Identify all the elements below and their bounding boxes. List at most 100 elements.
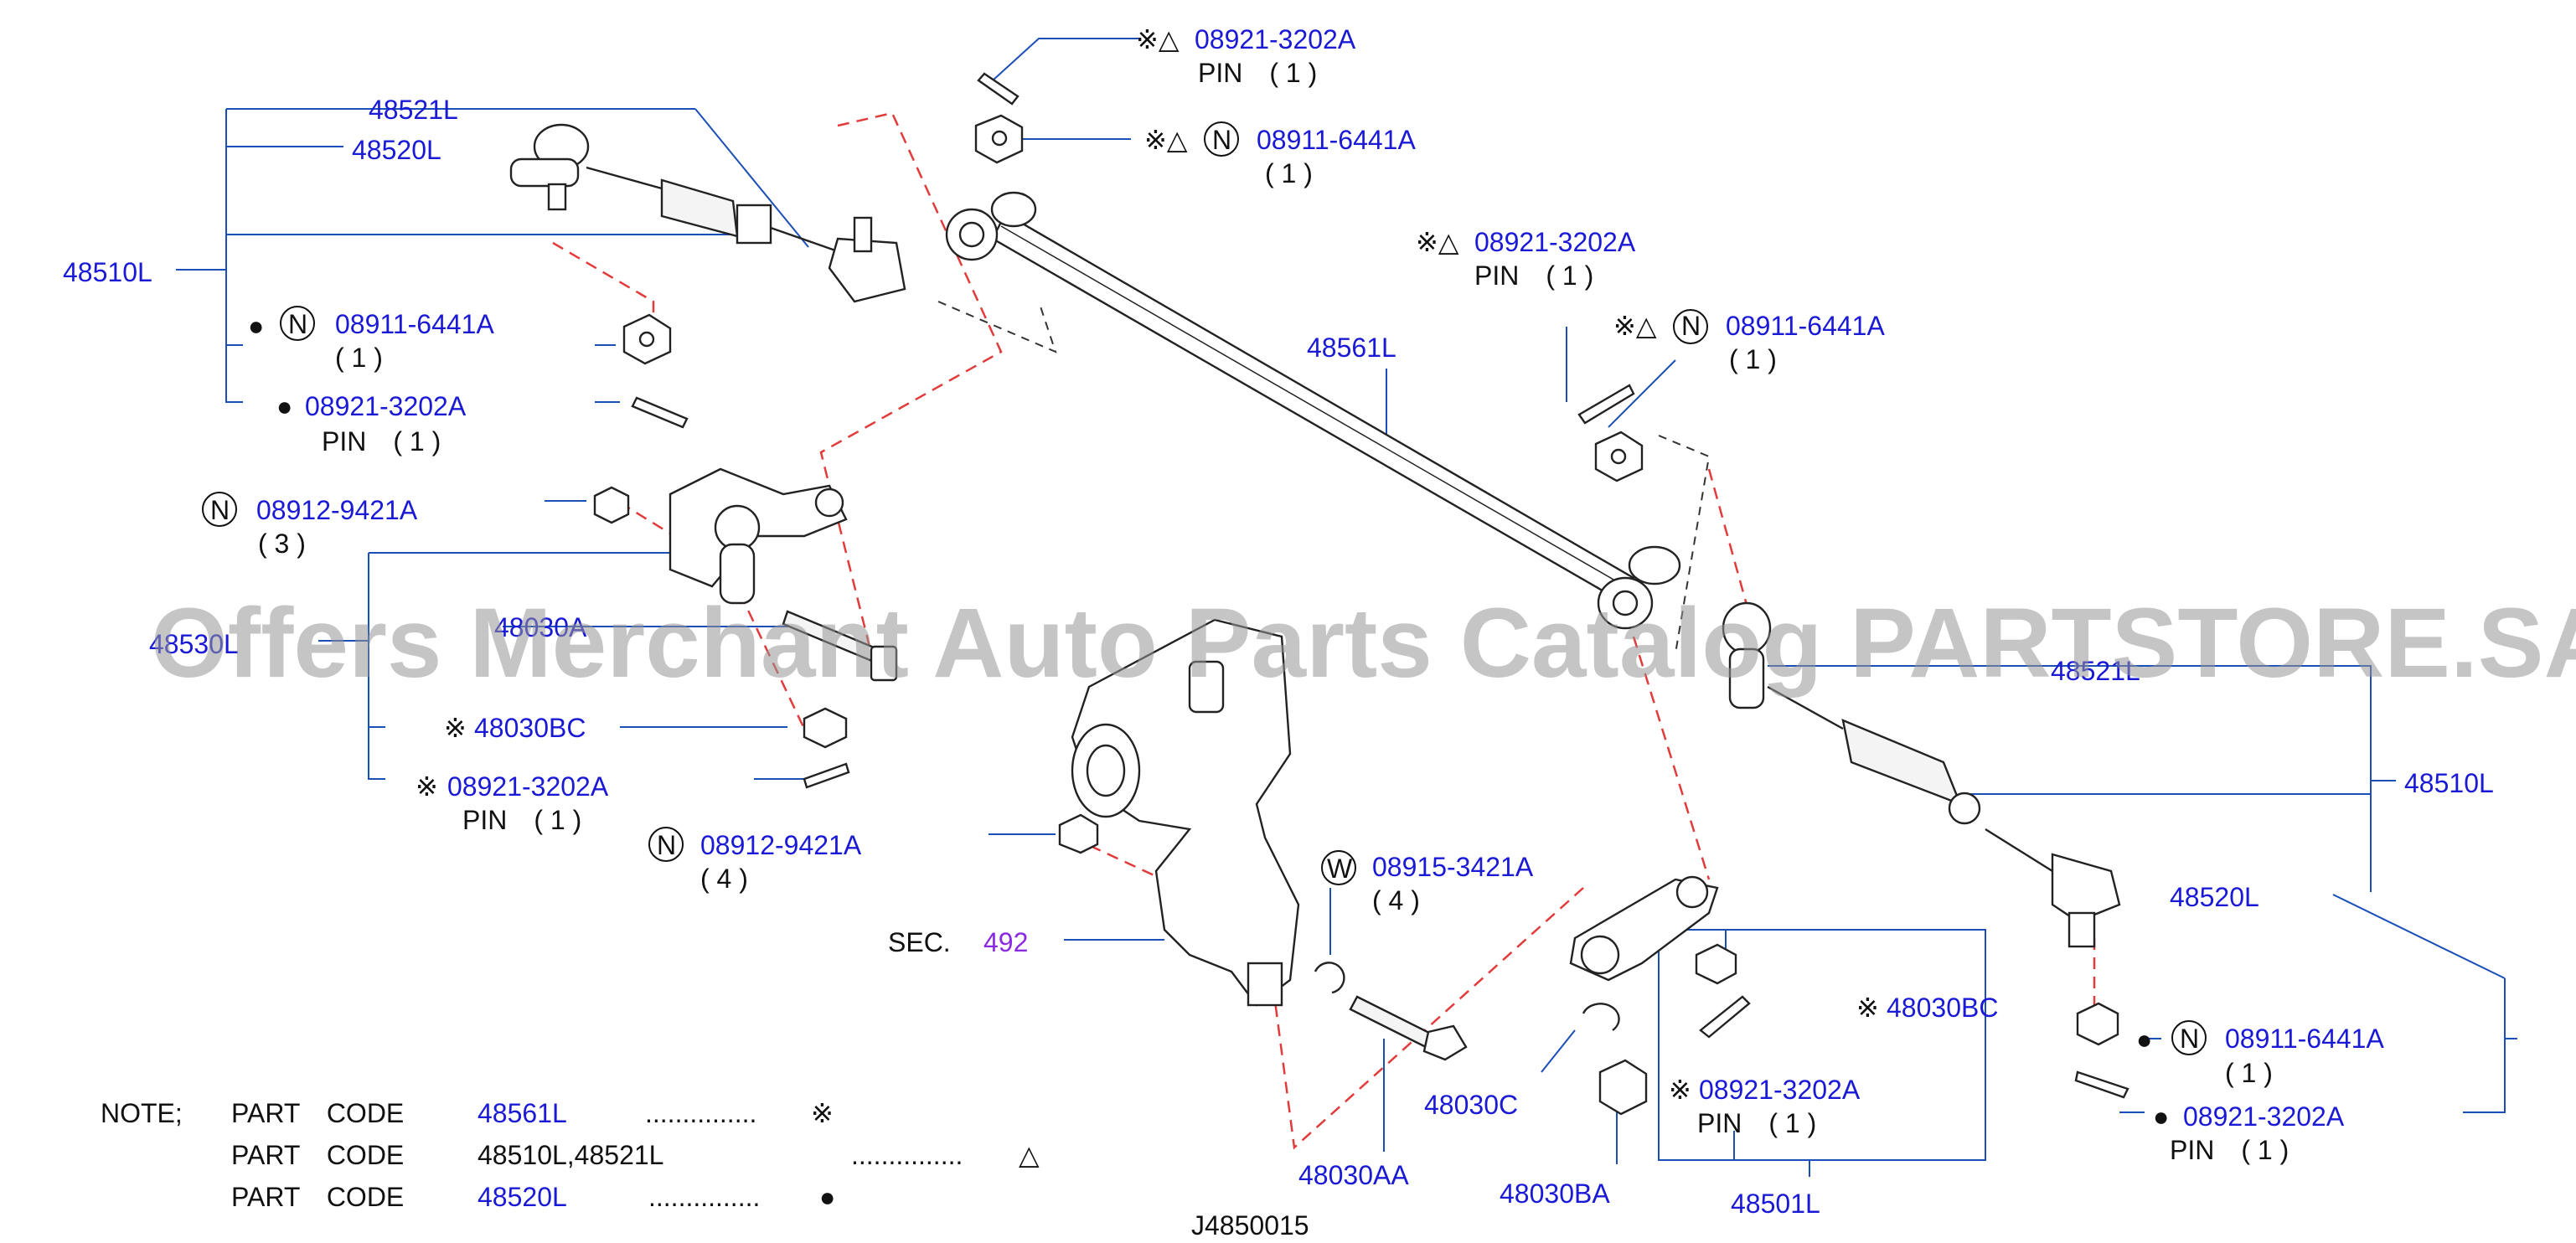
nut-top-sym: ※△ xyxy=(1144,125,1188,155)
notes-heading: NOTE; xyxy=(101,1098,183,1128)
gear-bracket-label[interactable]: 48530L xyxy=(149,629,239,659)
note-1-dots: ............... xyxy=(645,1098,756,1128)
tie-rod-right-label[interactable]: 48521L xyxy=(2051,656,2140,686)
arm-bolt xyxy=(782,610,898,682)
watermark: Offers Merchant Auto Parts Catalog PARTS… xyxy=(151,588,2576,699)
nut-right-lower xyxy=(2076,1002,2119,1046)
washer-code[interactable]: 08915-3421A xyxy=(1372,852,1534,882)
gear-arm xyxy=(669,467,848,605)
bolt-a-code[interactable]: 08912-9421A xyxy=(256,495,418,525)
bolt-3 xyxy=(593,486,630,524)
pin-l2 xyxy=(803,762,850,789)
nut-mid-code[interactable]: 08911-6441A xyxy=(1726,311,1885,341)
pin-r-sym: ※ xyxy=(1669,1075,1691,1105)
washer-qty: ( 4 ) xyxy=(1372,885,1420,915)
bolt-b-qty: ( 4 ) xyxy=(700,864,748,894)
mid-pin xyxy=(1577,384,1635,425)
pin-mid-code[interactable]: 08921-3202A xyxy=(1474,227,1636,257)
pin-r-code[interactable]: 08921-3202A xyxy=(1699,1075,1861,1105)
nut-mid-badge: N xyxy=(1681,311,1701,341)
note-1-code[interactable]: 48561L xyxy=(478,1098,567,1128)
nut-bc-right-label[interactable]: 48030BC xyxy=(1887,993,1998,1023)
note-2-code: 48510L,48521L xyxy=(478,1140,663,1170)
nut-r2-qty: ( 1 ) xyxy=(2225,1058,2273,1088)
idler-arm xyxy=(1569,875,1719,982)
notes-table: NOTE; PART CODE 48561L ............... ※… xyxy=(101,1098,1040,1212)
nut-mid-sym: ※△ xyxy=(1613,311,1657,341)
pin-r-sub: PIN ( 1 ) xyxy=(1697,1108,1816,1138)
pin-left-sym: ● xyxy=(276,391,292,421)
washer-w xyxy=(1314,962,1345,994)
sec-ref-link[interactable]: 492 xyxy=(983,927,1028,957)
nut-ba-label[interactable]: 48030BA xyxy=(1500,1179,1610,1209)
gear-arm-label[interactable]: 48030A xyxy=(494,612,587,642)
top-pin xyxy=(977,72,1020,106)
pin-r xyxy=(1699,995,1751,1039)
pin-left-code[interactable]: 08921-3202A xyxy=(305,391,467,421)
tie-rod-end-left-label[interactable]: 48520L xyxy=(352,135,441,165)
pin-r2-sub: PIN ( 1 ) xyxy=(2170,1135,2289,1165)
nut-bc-right-sym: ※ xyxy=(1856,993,1879,1023)
nut-bc-left-sym: ※ xyxy=(444,713,467,743)
tie-rod-end-right-label[interactable]: 48520L xyxy=(2170,882,2259,912)
pin-l2-code[interactable]: 08921-3202A xyxy=(447,771,609,802)
nut-r2-code[interactable]: 08911-6441A xyxy=(2225,1024,2384,1054)
pin-r2-code[interactable]: 08921-3202A xyxy=(2183,1101,2345,1132)
note-3-prefix: PART CODE xyxy=(231,1182,404,1212)
note-3-dots: ............... xyxy=(648,1182,760,1212)
bolt-a-badge: N xyxy=(210,495,230,525)
note-1-symbol: ※ xyxy=(811,1098,834,1128)
bolt-aa-label[interactable]: 48030AA xyxy=(1298,1160,1409,1190)
assy-left-label[interactable]: 48510L xyxy=(63,257,152,287)
nut-bc-left xyxy=(803,707,848,749)
nut-r2-badge: N xyxy=(2180,1024,2199,1054)
steering-gear-box xyxy=(1071,618,1300,1007)
pin-mid-sub: PIN ( 1 ) xyxy=(1474,260,1593,291)
nut-top-badge: N xyxy=(1212,125,1231,155)
note-3-symbol: ● xyxy=(819,1182,835,1212)
nut-top-code[interactable]: 08911-6441A xyxy=(1257,125,1416,155)
pin-left-sub: PIN ( 1 ) xyxy=(322,426,441,456)
tie-rod-left-label[interactable]: 48521L xyxy=(369,95,458,125)
center-rod-right-eye xyxy=(1597,545,1681,630)
mid-nut xyxy=(1594,431,1644,482)
pin-top-code[interactable]: 08921-3202A xyxy=(1195,24,1356,54)
note-3-code[interactable]: 48520L xyxy=(478,1182,567,1212)
pin-mid-sym: ※△ xyxy=(1416,227,1459,257)
pin-top-sym: ※△ xyxy=(1136,24,1180,54)
center-rod-label[interactable]: 48561L xyxy=(1307,333,1396,363)
bolt-b-badge: N xyxy=(657,830,676,860)
bolt-b-code[interactable]: 08912-9421A xyxy=(700,830,862,860)
nut-bc-left-label[interactable]: 48030BC xyxy=(474,713,586,743)
nut-top-qty: ( 1 ) xyxy=(1265,158,1313,188)
top-nut xyxy=(974,114,1024,164)
alignment-dashes xyxy=(552,111,2096,1150)
nut-left-sym: ● xyxy=(248,311,264,341)
center-rod-left-eye xyxy=(945,191,1037,261)
nut-bc-right xyxy=(1695,943,1737,985)
washer-c-label[interactable]: 48030C xyxy=(1424,1090,1518,1120)
nut-mid-qty: ( 1 ) xyxy=(1729,344,1777,374)
tie-rod-left xyxy=(509,123,906,303)
gear-bolt xyxy=(1058,813,1099,854)
pin-top-sub: PIN ( 1 ) xyxy=(1198,58,1317,88)
pin-right-lower xyxy=(2074,1070,2129,1099)
note-2-symbol: △ xyxy=(1019,1140,1040,1170)
pin-r2-sym: ● xyxy=(2153,1101,2169,1132)
idler-assy-label[interactable]: 48501L xyxy=(1731,1189,1820,1219)
pitman-bolt xyxy=(1349,995,1468,1061)
washer-badge: W xyxy=(1327,854,1353,884)
note-1-prefix: PART CODE xyxy=(231,1098,404,1128)
tie-rod-right xyxy=(1722,601,2121,948)
note-2-dots: ............... xyxy=(851,1140,963,1170)
pin-l2-sym: ※ xyxy=(416,771,438,802)
nut-ba xyxy=(1598,1059,1648,1116)
labels: ※△ 08921-3202A PIN ( 1 ) ※△ N 08911-6441… xyxy=(63,24,2494,1219)
pin-l2-sub: PIN ( 1 ) xyxy=(462,805,581,835)
assy-right-label[interactable]: 48510L xyxy=(2404,768,2494,798)
washer-c xyxy=(1582,1003,1620,1031)
bolt-a-qty: ( 3 ) xyxy=(258,529,306,559)
badges xyxy=(202,121,2207,1055)
nut-left-code[interactable]: 08911-6441A xyxy=(335,309,494,339)
leader-lines xyxy=(176,38,2517,1177)
